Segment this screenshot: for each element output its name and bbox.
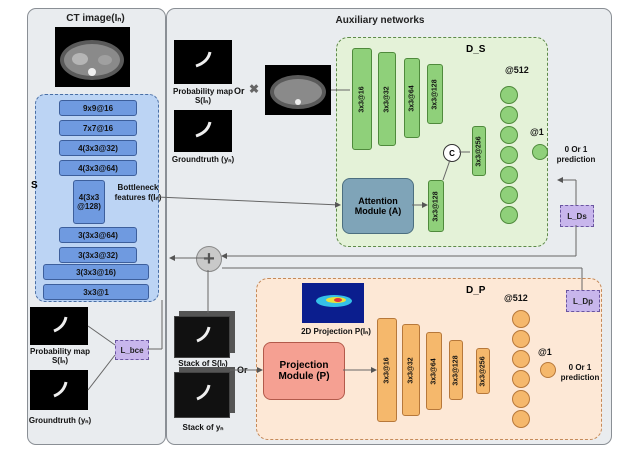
- dp-neuron-final: [540, 362, 556, 378]
- prob-map-label-top: Probability map S(Iₙ): [172, 87, 233, 105]
- ds-out512-label: @512: [505, 65, 529, 75]
- dp-conv-layer: 3x3@16: [377, 318, 397, 422]
- dp-title: D_P: [466, 285, 486, 296]
- or-multiply-icon: ✖: [249, 82, 260, 96]
- sum-plus-icon: +: [196, 246, 222, 272]
- loss-ds: L_Ds: [560, 205, 594, 227]
- encoder-layer: 3(3x3@32): [59, 247, 137, 263]
- dp-out512-label: @512: [504, 293, 528, 303]
- ds-conv-layer: 3x3@16: [352, 48, 372, 150]
- ds-conv-layer: 3x3@64: [404, 58, 420, 138]
- encoder-layer: 4(3x3@64): [59, 160, 137, 176]
- ds-neuron: [500, 126, 518, 144]
- ct-image-title: CT image(Iₙ): [66, 13, 125, 24]
- attention-module: Attention Module (A): [342, 178, 414, 234]
- concat-node: C: [443, 144, 461, 162]
- ds-neuron: [500, 146, 518, 164]
- stack-s-label: Stack of S(Iₙ): [178, 359, 228, 368]
- ds-neuron: [500, 166, 518, 184]
- loss-dp: L_Dp: [566, 290, 600, 312]
- ds-neuron: [500, 106, 518, 124]
- or-label-top: Or: [234, 86, 245, 96]
- stack-y-image: [174, 372, 230, 418]
- ds-neuron-final: [532, 144, 548, 160]
- dp-conv-layer: 3x3@128: [449, 340, 463, 400]
- prob-map-image-left: [30, 307, 88, 345]
- ds-title: D_S: [466, 44, 486, 55]
- stack-y-label: Stack of yₙ: [182, 423, 224, 432]
- ds-conv-layer: 3x3@256: [472, 126, 486, 176]
- ds-out1-label: @1: [530, 127, 544, 137]
- projection-2d-image: [302, 283, 364, 323]
- dp-conv-layer: 3x3@32: [402, 324, 420, 416]
- ds-conv-layer: 3x3@128: [427, 64, 443, 124]
- bottleneck-label: Bottleneck features f(Iₙ): [114, 183, 162, 202]
- projection-2d-label: 2D Projection P(Iₙ): [301, 327, 371, 336]
- dp-neuron: [512, 390, 530, 408]
- stack-s-image: [174, 316, 230, 358]
- groundtruth-image-left: [30, 370, 88, 410]
- loss-bce: L_bce: [115, 340, 149, 360]
- encoder-layer: 3x3@1: [43, 284, 149, 300]
- dp-neuron: [512, 310, 530, 328]
- prob-map-image-top: [174, 40, 232, 84]
- encoder-layer: 9x9@16: [59, 100, 137, 116]
- dp-conv-layer: 3x3@256: [476, 348, 490, 394]
- groundtruth-label-left: Groundtruth (yₙ): [28, 416, 92, 425]
- encoder-layer: 4(3x3@32): [59, 140, 137, 156]
- encoder-layer: 7x7@16: [59, 120, 137, 136]
- ds-conv-layer: 3x3@32: [378, 52, 396, 146]
- prob-map-label-left: Probability map S(Iₙ): [29, 347, 90, 365]
- projection-module: Projection Module (P): [263, 342, 345, 400]
- dp-neuron: [512, 370, 530, 388]
- groundtruth-image-top: [174, 110, 232, 152]
- encoder-label: S: [31, 180, 38, 191]
- auxiliary-title: Auxiliary networks: [335, 15, 425, 26]
- ct-image-small: [265, 65, 331, 115]
- ds-neuron: [500, 206, 518, 224]
- ds-prediction-label: 0 Or 1 prediction: [556, 145, 596, 164]
- encoder-layer: 3(3x3@64): [59, 227, 137, 243]
- dp-neuron: [512, 330, 530, 348]
- ds-neuron: [500, 186, 518, 204]
- attention-conv-layer: 3x3@128: [428, 180, 444, 232]
- dp-neuron: [512, 410, 530, 428]
- encoder-layer: 3(3x3@16): [43, 264, 149, 280]
- dp-out1-label: @1: [538, 347, 552, 357]
- groundtruth-label-top: Groundtruth (yₙ): [171, 155, 235, 164]
- dp-neuron: [512, 350, 530, 368]
- dp-conv-layer: 3x3@64: [426, 332, 442, 410]
- dp-prediction-label: 0 Or 1 prediction: [560, 363, 600, 382]
- ct-image: [55, 27, 130, 87]
- encoder-layer: 4(3x3 @128): [73, 180, 105, 224]
- ds-neuron: [500, 86, 518, 104]
